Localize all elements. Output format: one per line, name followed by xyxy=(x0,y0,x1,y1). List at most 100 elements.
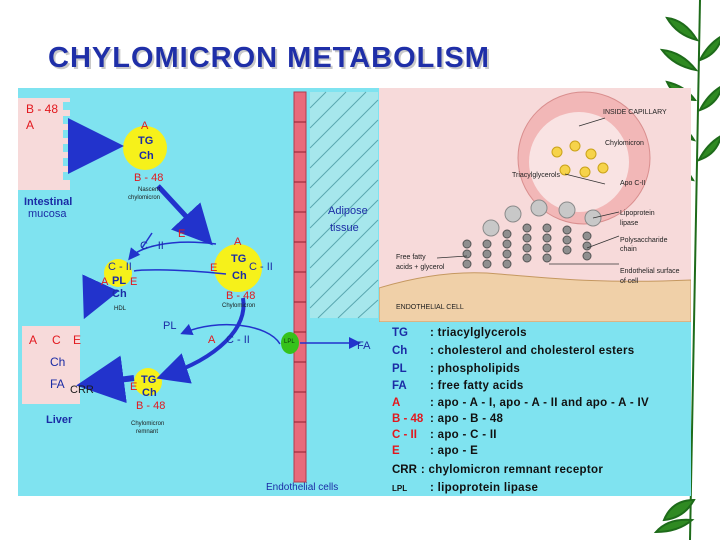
hdl-pl-label: PL xyxy=(112,275,127,287)
legend-abbr: PL xyxy=(392,363,407,375)
legend-desc: : apo - C - II xyxy=(430,429,497,441)
endothelial-column xyxy=(293,91,307,483)
hdl-e-label: E xyxy=(178,228,186,240)
polysaccharide-label-1: Polysaccharide xyxy=(620,237,668,244)
legend-abbr: E xyxy=(392,445,400,457)
nascent-a-label: A xyxy=(141,120,149,132)
adipose-label-2: tissue xyxy=(330,222,359,234)
intestine-label-2: mucosa xyxy=(28,208,67,220)
liver-a-label: A xyxy=(29,333,38,347)
hdl-cii-b-label: C - II xyxy=(108,261,132,273)
hdl-cii-label: C - II xyxy=(140,240,164,252)
legend-desc: : lipoprotein lipase xyxy=(430,482,539,494)
legend-desc: : phospholipids xyxy=(430,363,521,375)
remnant-particle xyxy=(134,368,162,396)
intestine-label-1: Intestinal xyxy=(24,196,73,208)
endothelial-surface-label-1: Endothelial surface xyxy=(620,268,680,275)
remnant-tg-label: TG xyxy=(141,374,157,386)
legend-desc: : chylomicron remnant receptor xyxy=(420,464,604,476)
legend-desc: : triacylglycerols xyxy=(430,327,527,339)
return-cii-label: C - II xyxy=(226,334,250,346)
nascent-caption-1: Nascent xyxy=(138,187,161,193)
capillary-graphics xyxy=(379,91,691,322)
chylomicron-particle xyxy=(214,244,262,292)
hdl-a-label: A xyxy=(101,276,109,288)
legend-abbr: CRR xyxy=(392,464,417,476)
nascent-chylomicron-particle xyxy=(123,126,167,170)
legend-desc: : apo - B - 48 xyxy=(430,413,504,425)
legend-row: CRR: chylomicron remnant receptor xyxy=(392,464,603,476)
legend-abbr: FA xyxy=(392,380,407,392)
nascent-tg-label: TG xyxy=(138,135,154,147)
remnant-caption-1: Chylomicron xyxy=(131,421,165,427)
lpl-badge xyxy=(281,332,299,354)
legend-abbr: A xyxy=(392,397,401,409)
legend-desc: : free fatty acids xyxy=(430,380,524,392)
lpl-badge-label: LPL xyxy=(284,339,295,345)
legend-row: Ch : cholesterol and cholesterol esters xyxy=(392,345,634,357)
triacylglycerols-label: Triacylglycerols xyxy=(512,172,560,179)
adipose-tissue-area xyxy=(310,92,378,318)
nascent-ch-label: Ch xyxy=(139,150,154,162)
legend-abbr: B - 48 xyxy=(392,413,424,425)
lipoprotein-lipase-label-2: lipase xyxy=(620,220,639,227)
hdl-ch-label: Ch xyxy=(112,288,127,300)
legend-row: A : apo - A - I, apo - A - II and apo - A… xyxy=(392,397,649,409)
legend-row: PL : phospholipids xyxy=(392,363,520,375)
legend-desc: : apo - E xyxy=(430,445,479,457)
liver-label: Liver xyxy=(46,414,73,426)
chylo-tg-label: TG xyxy=(231,253,247,265)
chylomicron-label: Chylomicron xyxy=(605,140,644,147)
legend-abbr: TG xyxy=(392,327,408,339)
legend-row: B - 48 : apo - B - 48 xyxy=(392,413,503,425)
legend-desc: : cholesterol and cholesterol esters xyxy=(430,345,635,357)
remnant-ch-label: Ch xyxy=(142,387,157,399)
liver-fa-label: FA xyxy=(50,377,65,391)
legend-row: LPL : lipoprotein lipase xyxy=(392,482,538,494)
chylo-caption: Chylomicron xyxy=(222,303,256,309)
nascent-caption-2: chylomicron xyxy=(128,195,161,201)
remnant-b48-label: B - 48 xyxy=(136,400,166,412)
free-fatty-label-2: acids + glycerol xyxy=(396,264,445,271)
endothelial-surface-label-2: of cell xyxy=(620,278,639,285)
liver-c-label: C xyxy=(52,333,61,347)
legend-abbr: Ch xyxy=(392,345,408,357)
inside-capillary-label: INSIDE CAPILLARY xyxy=(603,109,667,116)
legend-abbr: LPL xyxy=(392,484,408,493)
intestine-apo-b48: B - 48 xyxy=(26,102,59,116)
intestinal-mucosa-block xyxy=(18,98,70,190)
endothelial-cells-label: Endothelial cells xyxy=(266,482,339,493)
legend-panel xyxy=(379,322,691,496)
lipoprotein-lipase-label-1: Lipoprotein xyxy=(620,210,655,217)
intestine-apo-a: A xyxy=(26,118,35,132)
hdl-e2-label: E xyxy=(130,276,138,288)
endothelial-cell-label: ENDOTHELIAL CELL xyxy=(396,304,464,311)
legend-row: C - II : apo - C - II xyxy=(392,429,497,441)
remnant-caption-2: remnant xyxy=(136,429,159,435)
chylo-ch-label: Ch xyxy=(232,270,247,282)
nascent-b48-label: B - 48 xyxy=(134,172,164,184)
legend-row: FA : free fatty acids xyxy=(392,380,524,392)
return-pl-label: PL xyxy=(163,320,177,332)
remnant-e-label: E xyxy=(130,381,138,393)
liver-ch-label: Ch xyxy=(50,355,66,369)
legend-desc: : apo - A - I, apo - A - II and apo - A … xyxy=(430,397,649,409)
hdl-caption: HDL xyxy=(114,306,127,312)
chylo-cii-label: C - II xyxy=(249,261,273,273)
chylo-e-label: E xyxy=(210,262,218,274)
chylo-a-label: A xyxy=(234,236,242,248)
liver-e-label: E xyxy=(73,333,82,347)
legend-abbr: C - II xyxy=(392,429,417,441)
return-a-label: A xyxy=(208,334,216,346)
liver-block xyxy=(22,326,80,404)
legend-row: TG : triacylglycerols xyxy=(392,327,527,339)
slide-title: CHYLOMICRON METABOLISM xyxy=(48,42,490,74)
liver-crr-label: CRR xyxy=(70,384,94,396)
endothelial-cell-shape xyxy=(379,272,691,322)
apo-cii-label: Apo C-II xyxy=(620,180,646,187)
left-diagram-graphics xyxy=(18,91,379,483)
polysaccharide-label-2: chain xyxy=(620,246,637,253)
fa-label: FA xyxy=(357,340,371,352)
adipose-label-1: Adipose xyxy=(328,205,368,217)
free-fatty-label-1: Free fatty xyxy=(396,254,426,261)
